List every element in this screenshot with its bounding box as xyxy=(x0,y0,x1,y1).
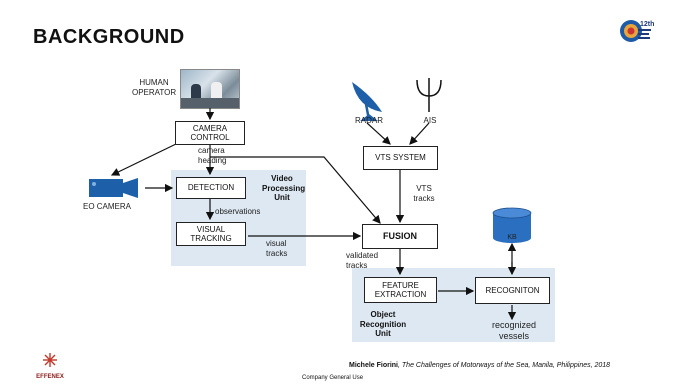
human-operator-label: HUMAN OPERATOR xyxy=(132,78,177,97)
vts-system-box: VTS SYSTEM xyxy=(363,146,438,170)
conference-badge-logo: 12th xyxy=(618,16,654,46)
eo-camera-label: EO CAMERA xyxy=(83,202,132,211)
ais-label: AIS xyxy=(423,116,437,125)
citation-text: , The Challenges of Motorways of the Sea… xyxy=(398,362,611,369)
validated-tracks-label: validated tracks xyxy=(346,251,379,270)
human-operator-photo xyxy=(180,69,240,109)
visual-tracking-box: VISUAL TRACKING xyxy=(176,222,246,246)
radar-label: RADAR xyxy=(354,116,383,125)
effenex-logo: EFFENEX xyxy=(31,351,69,380)
ais-antenna-icon xyxy=(416,78,442,112)
detection-box: DETECTION xyxy=(176,177,246,199)
camera-control-box: CAMERA CONTROL xyxy=(175,121,245,145)
recognition-box: RECOGNITON xyxy=(475,277,550,304)
slide-title: BACKGROUND xyxy=(33,26,185,48)
video-processing-unit-label: Video Processing Unit xyxy=(262,174,306,203)
vts-tracks-label: VTS tracks xyxy=(413,184,435,203)
citation-line: Michele Fiorini, The Challenges of Motor… xyxy=(349,362,610,369)
citation-author: Michele Fiorini xyxy=(349,362,399,369)
observations-label: observations xyxy=(215,207,261,216)
kb-label: KB xyxy=(507,234,517,241)
object-recognition-unit-label: Object Recognition Unit xyxy=(359,310,407,339)
badge-text: 12th xyxy=(640,21,654,28)
feature-extraction-box: FEATURE EXTRACTION xyxy=(364,277,437,303)
radar-icon xyxy=(352,82,382,121)
kb-database-icon xyxy=(492,207,532,243)
camera-heading-label: camera heading xyxy=(198,146,227,165)
company-general-use: Company General Use xyxy=(302,375,364,381)
fusion-box: FUSION xyxy=(362,224,438,249)
effenex-logo-text: EFFENEX xyxy=(36,374,64,380)
eo-camera-icon xyxy=(89,178,138,198)
visual-tracks-label: visual tracks xyxy=(266,239,288,258)
recognized-vessels-label: recognized vessels xyxy=(491,320,537,341)
